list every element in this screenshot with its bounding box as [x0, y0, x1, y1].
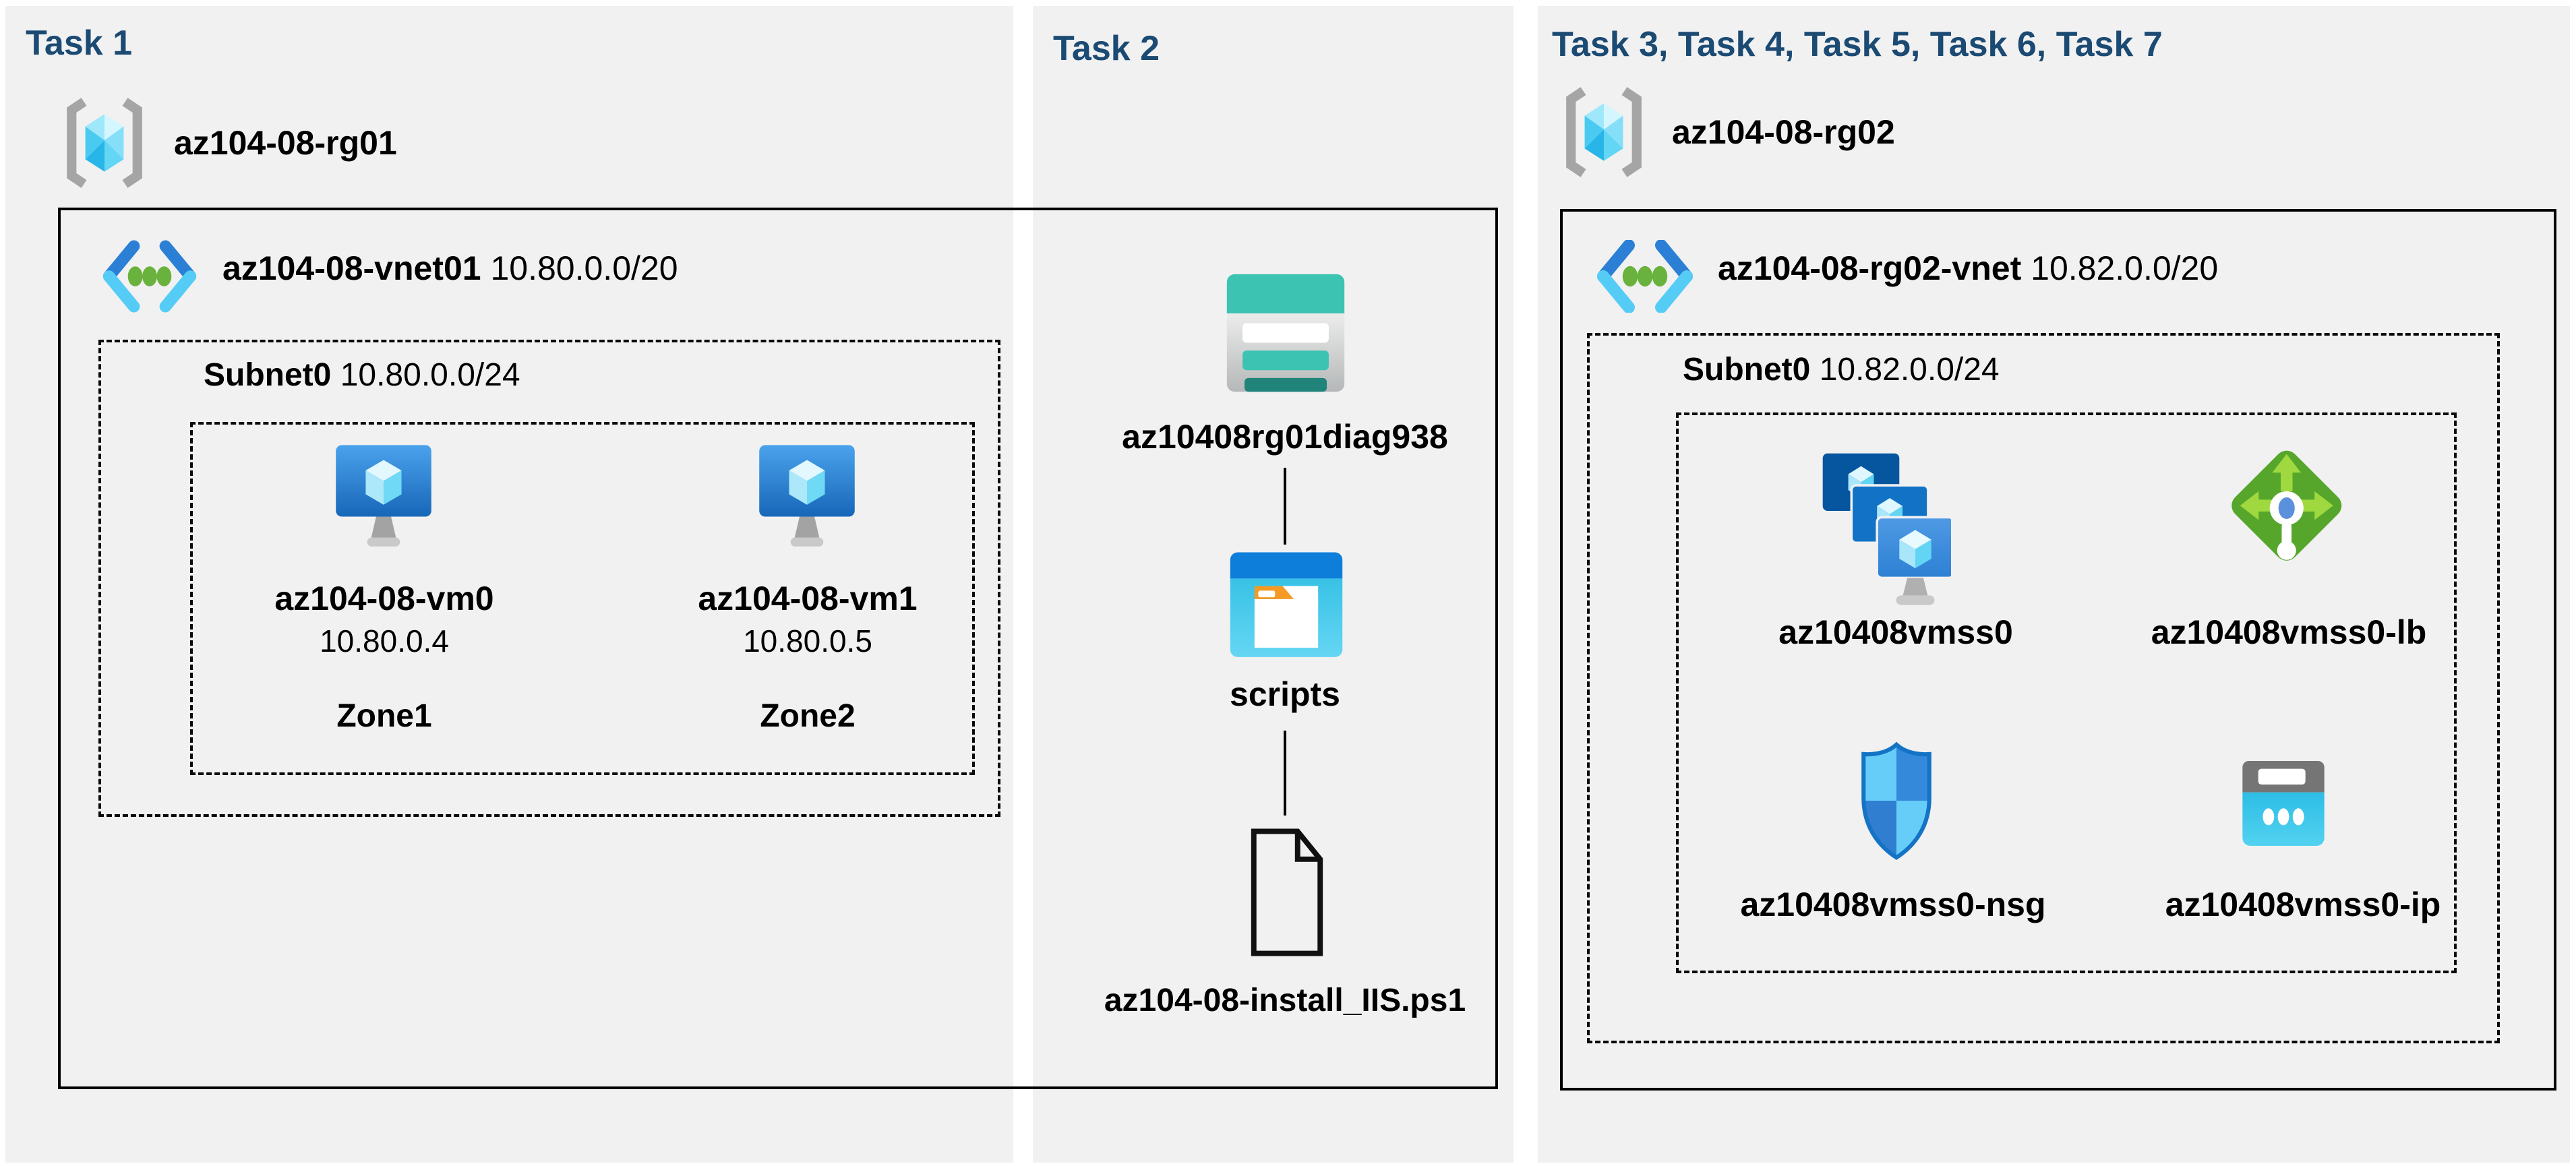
vmss-name: az10408vmss0: [1778, 613, 2013, 651]
task3-panel: [1538, 6, 2570, 1163]
subnet-cidr: 10.80.0.0/24: [340, 357, 520, 393]
vm0-ip: 10.80.0.4: [320, 623, 449, 658]
vnet-label: az104-08-rg02-vnet 10.82.0.0/20: [1718, 249, 2218, 287]
blob-container-icon: [1226, 549, 1347, 665]
storage-account-icon: [1223, 268, 1348, 398]
virtual-machine-icon: [758, 443, 856, 554]
load-balancer-name: az10408vmss0-lb: [2151, 613, 2427, 651]
subnet-cidr: 10.82.0.0/24: [1819, 352, 2000, 388]
virtual-network-icon: [1591, 240, 1699, 313]
task3-title: Task 3, Task 4, Task 5, Task 6, Task 7: [1552, 25, 2163, 64]
vm1-ip: 10.80.0.5: [743, 623, 872, 658]
subnet-box: [98, 340, 1000, 817]
vnet-cidr: 10.82.0.0/20: [2031, 249, 2219, 287]
vm1-name: az104-08-vm1: [698, 580, 918, 617]
subnet-box: [1587, 333, 2500, 1043]
task2-title: Task 2: [1053, 29, 1160, 68]
vm1-zone: Zone2: [760, 698, 856, 734]
resource-group-icon: [1560, 85, 1648, 179]
nsg-name: az10408vmss0-nsg: [1740, 886, 2046, 923]
subnet-name: Subnet0: [204, 357, 332, 393]
vnet-cidr: 10.80.0.0/20: [490, 249, 678, 287]
connector-storage-to-container: [1284, 468, 1286, 545]
task1-panel: [5, 6, 1013, 1163]
connector-container-to-file: [1284, 731, 1286, 816]
task1-title: Task 1: [26, 24, 133, 63]
vnet-name: az104-08-vnet01: [222, 249, 481, 287]
nsg-icon: [1853, 739, 1940, 863]
vm-scale-set-icon: [1819, 450, 1951, 607]
subnet-name: Subnet0: [1683, 352, 1811, 388]
vm0-zone: Zone1: [336, 698, 432, 734]
file-icon: [1245, 825, 1329, 960]
resource-group-name: az104-08-rg02: [1672, 113, 1895, 151]
public-ip-icon: [2236, 756, 2331, 851]
public-ip-name: az10408vmss0-ip: [2165, 886, 2441, 923]
rg01-boundary-box: [58, 208, 1498, 1089]
resources-box: [1676, 412, 2457, 973]
zones-box: [190, 422, 975, 775]
resource-group-icon: [61, 96, 148, 190]
subnet-label: Subnet0 10.80.0.0/24: [204, 357, 520, 394]
vm0-name: az104-08-vm0: [274, 580, 494, 617]
resource-group-name: az104-08-rg01: [174, 124, 397, 162]
container-name: scripts: [1230, 675, 1340, 713]
storage-account-name: az10408rg01diag938: [1122, 418, 1448, 456]
virtual-network-icon: [100, 240, 200, 313]
vnet-name: az104-08-rg02-vnet: [1718, 249, 2022, 287]
script-file-name: az104-08-install_IIS.ps1: [1104, 983, 1466, 1018]
load-balancer-icon: [2225, 442, 2350, 588]
subnet-label: Subnet0 10.82.0.0/24: [1683, 352, 2000, 388]
rg02-boundary-box: [1560, 209, 2556, 1091]
vnet-label: az104-08-vnet01 10.80.0.0/20: [222, 249, 678, 287]
virtual-machine-icon: [334, 443, 433, 554]
